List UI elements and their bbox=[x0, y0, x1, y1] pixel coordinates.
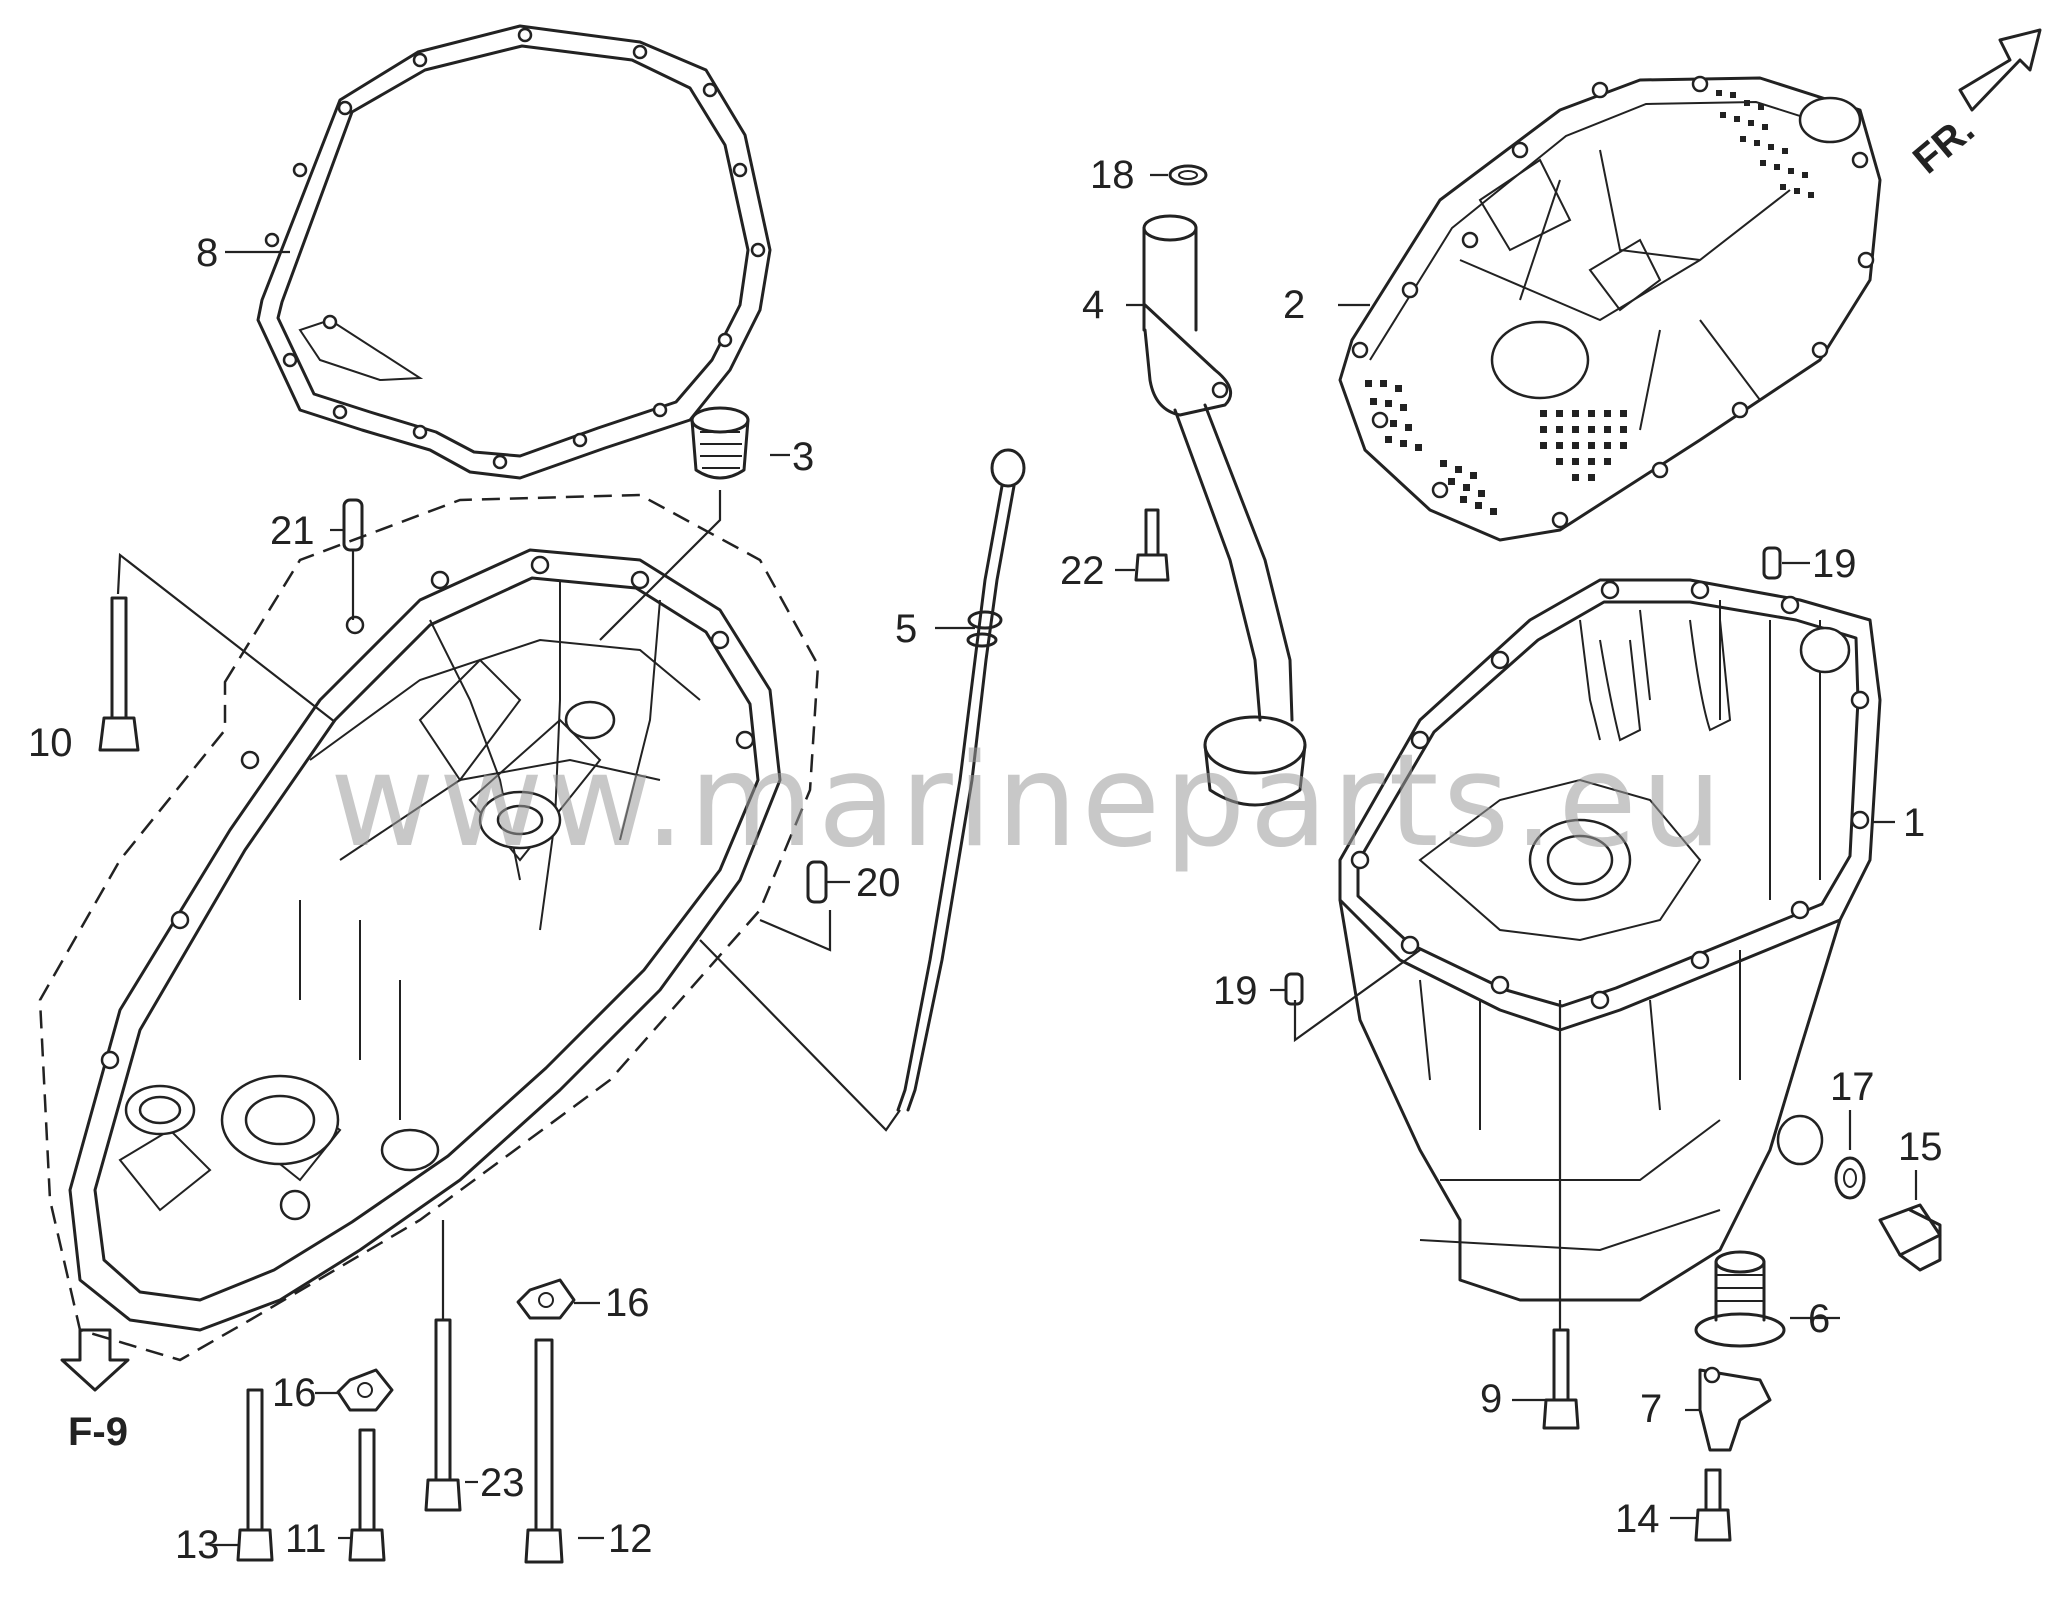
front-direction-label: FR. bbox=[1905, 107, 1983, 182]
bolt-9[interactable] bbox=[1542, 1328, 1580, 1430]
washer-17[interactable] bbox=[1834, 1156, 1866, 1200]
dowel-21[interactable] bbox=[342, 498, 364, 552]
oil-pan-housing-left[interactable] bbox=[38, 493, 820, 1362]
nut-16-lower[interactable] bbox=[336, 1368, 394, 1412]
stud-12[interactable] bbox=[524, 1338, 564, 1564]
reference-arrow bbox=[60, 1328, 130, 1392]
callout-12: 12 bbox=[608, 1517, 653, 1561]
bolt-13[interactable] bbox=[236, 1388, 274, 1562]
callout-23: 23 bbox=[480, 1461, 525, 1505]
callout-2: 2 bbox=[1283, 283, 1305, 327]
callout-14: 14 bbox=[1615, 1497, 1660, 1541]
callout-3: 3 bbox=[792, 435, 814, 479]
nut-16-upper[interactable] bbox=[516, 1278, 576, 1320]
callout-8: 8 bbox=[196, 231, 218, 275]
callout-20: 20 bbox=[856, 861, 901, 905]
callout-16b: 16 bbox=[272, 1371, 317, 1415]
callout-16a: 16 bbox=[605, 1281, 650, 1325]
callout-11: 11 bbox=[285, 1517, 327, 1561]
cover-bolt-holes bbox=[1351, 75, 1875, 529]
oil-pan-cover-part[interactable] bbox=[1338, 76, 1882, 542]
dipstick-part[interactable] bbox=[896, 448, 1026, 1112]
callout-6: 6 bbox=[1808, 1297, 1830, 1341]
callout-4: 4 bbox=[1082, 283, 1104, 327]
callout-19b: 19 bbox=[1213, 969, 1258, 1013]
callout-10: 10 bbox=[28, 721, 73, 765]
callout-19a: 19 bbox=[1812, 542, 1857, 586]
reference-label: F-9 bbox=[68, 1410, 128, 1454]
front-direction-arrow bbox=[1958, 28, 2042, 112]
dowel-19-lower[interactable] bbox=[1284, 972, 1304, 1006]
gasket-bolt-holes bbox=[264, 27, 766, 470]
cover-mesh bbox=[1365, 90, 1814, 515]
housing-ports bbox=[100, 555, 755, 1221]
bracket-7[interactable] bbox=[1698, 1366, 1772, 1452]
bolt-23[interactable] bbox=[424, 1318, 462, 1512]
bolt-22[interactable] bbox=[1134, 508, 1170, 582]
callout-9: 9 bbox=[1480, 1377, 1502, 1421]
watermark: www.marineparts.eu bbox=[330, 727, 1726, 876]
callout-18: 18 bbox=[1090, 153, 1135, 197]
oil-pan-right[interactable] bbox=[1338, 578, 1882, 1302]
drain-plug-15[interactable] bbox=[1878, 1203, 1942, 1272]
leader-lines bbox=[116, 173, 1918, 1547]
callout-1: 1 bbox=[1903, 801, 1925, 845]
callout-17: 17 bbox=[1830, 1065, 1875, 1109]
callout-22: 22 bbox=[1060, 549, 1105, 593]
callout-15: 15 bbox=[1898, 1125, 1943, 1169]
callout-5: 5 bbox=[895, 607, 917, 651]
callout-21: 21 bbox=[270, 509, 315, 553]
bolt-10[interactable] bbox=[98, 596, 140, 752]
dowel-19-upper[interactable] bbox=[1762, 546, 1782, 580]
oil-pan-ports bbox=[1350, 580, 1870, 1166]
callout-7: 7 bbox=[1640, 1387, 1662, 1431]
callout-13: 13 bbox=[175, 1523, 220, 1567]
oil-strainer-part[interactable] bbox=[690, 406, 750, 480]
oil-filler-pipe-part[interactable] bbox=[1142, 214, 1307, 807]
bolt-11[interactable] bbox=[348, 1428, 386, 1562]
callout-labels: 1 2 3 4 5 6 7 8 9 10 11 12 13 14 15 16 1… bbox=[28, 107, 1983, 1567]
relief-valve-6[interactable] bbox=[1694, 1250, 1786, 1348]
o-ring-part[interactable] bbox=[1168, 164, 1208, 186]
bolt-14[interactable] bbox=[1694, 1468, 1732, 1542]
